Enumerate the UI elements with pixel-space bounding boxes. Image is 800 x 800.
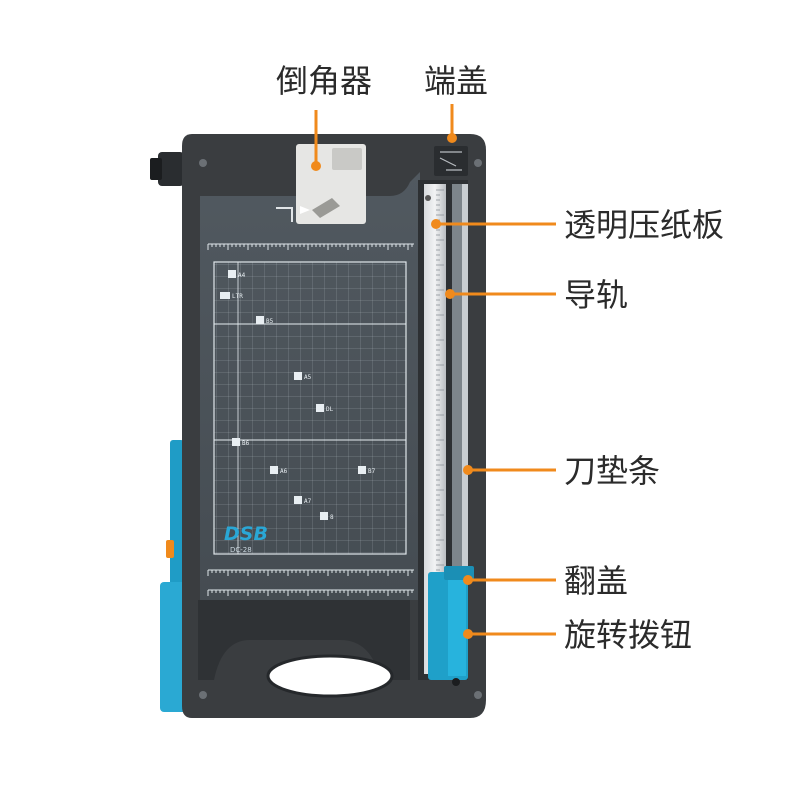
paper-tag-b6: B6 <box>232 438 250 447</box>
paper-tag-ltr: LTR <box>220 292 243 300</box>
svg-text:B5: B5 <box>266 318 274 325</box>
side-knob <box>150 152 184 186</box>
paper-tag-8: 8 <box>320 512 334 521</box>
paper-tag-a6: A6 <box>270 466 288 475</box>
corner-screws <box>199 159 482 699</box>
svg-text:B6: B6 <box>242 440 250 447</box>
callout-rail: 导轨 <box>564 276 628 314</box>
callout-rotary-knob: 旋转拨钮 <box>564 616 692 654</box>
svg-text:A4: A4 <box>238 272 246 279</box>
callout-chamfer: 倒角器 <box>276 62 372 100</box>
measurement-grid <box>213 261 407 555</box>
finger-hole <box>266 654 394 698</box>
paper-tag-a7: A7 <box>294 496 312 505</box>
svg-text:8: 8 <box>330 514 334 521</box>
brand-logo: DSB <box>224 523 268 545</box>
paper-tag-a4: A4 <box>228 270 246 279</box>
paper-size-tags: A4 LTR B5 A5 DL B6 A6 B7 A7 8 <box>220 270 376 521</box>
lower-tray <box>198 600 410 680</box>
svg-text:B7: B7 <box>368 468 376 475</box>
paper-tag-b7: B7 <box>358 466 376 475</box>
svg-text:A6: A6 <box>280 468 288 475</box>
bottom-rulers <box>207 569 414 596</box>
callout-blade-pad: 刀垫条 <box>564 452 660 490</box>
svg-text:A5: A5 <box>304 374 312 381</box>
paper-tag-a5: A5 <box>294 372 312 381</box>
paper-tag-b5: B5 <box>256 316 274 325</box>
svg-text:A7: A7 <box>304 498 312 505</box>
svg-text:DL: DL <box>326 406 334 413</box>
callout-clamp: 透明压纸板 <box>564 206 724 244</box>
paper-tag-dl: DL <box>316 404 334 413</box>
svg-text:LTR: LTR <box>232 293 243 300</box>
top-ruler <box>207 243 414 250</box>
end-cap <box>434 146 468 176</box>
model-label: DC-28 <box>230 546 252 554</box>
callout-endcap: 端盖 <box>424 62 488 100</box>
rotary-knob <box>428 566 474 686</box>
callout-leaders <box>311 104 556 639</box>
callout-flip-cover: 翻盖 <box>564 562 628 600</box>
